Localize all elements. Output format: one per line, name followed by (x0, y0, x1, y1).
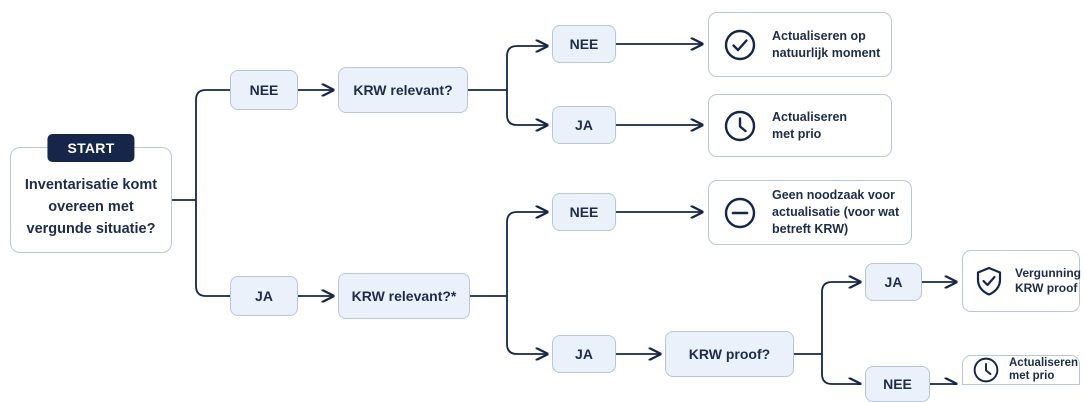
start-node: START Inventarisatie komt overeen met ve… (10, 134, 172, 253)
outcome-prio-bottom: Actualiseren met prio (962, 355, 1080, 385)
answer-bottom-ja: JA (552, 335, 616, 373)
branch-label-nee: NEE (230, 70, 298, 110)
question-krw-proof: KRW proof? (665, 331, 794, 377)
shield-check-icon (976, 266, 1002, 296)
answer-proof-ja: JA (865, 263, 922, 301)
start-question: Inventarisatie komt overeen met vergunde… (24, 177, 158, 237)
outcome-text: Actualiseren met prio (1009, 357, 1079, 382)
clock-icon (724, 110, 756, 141)
question-krw-relevant: KRW relevant? (338, 67, 468, 113)
outcome-natural-moment: Actualiseren op natuurlijk moment (708, 12, 892, 77)
connector-lines (172, 0, 1086, 385)
outcome-permit-proof: Vergunning KRW proof (962, 250, 1081, 312)
branch-label-ja: JA (230, 276, 298, 316)
question-krw-relevant-star: KRW relevant?* (338, 273, 470, 319)
start-tag: START (47, 134, 135, 162)
minus-circle-icon (724, 197, 756, 228)
outcome-text: Actualiseren met prio (772, 109, 848, 141)
clock-icon (973, 357, 999, 383)
outcome-no-need: Geen noodzaak voor actualisatie (voor wa… (708, 180, 912, 245)
outcome-text: Actualiseren op natuurlijk moment (772, 28, 881, 60)
answer-top-ja: JA (552, 106, 616, 144)
answer-bottom-nee: NEE (552, 193, 616, 231)
answer-proof-nee: NEE (865, 366, 930, 402)
outcome-text: Vergunning KRW proof (1015, 266, 1081, 295)
answer-top-nee: NEE (552, 25, 616, 63)
check-circle-icon (724, 29, 756, 60)
outcome-prio-top: Actualiseren met prio (708, 94, 892, 157)
outcome-text: Geen noodzaak voor actualisatie (voor wa… (772, 188, 900, 236)
